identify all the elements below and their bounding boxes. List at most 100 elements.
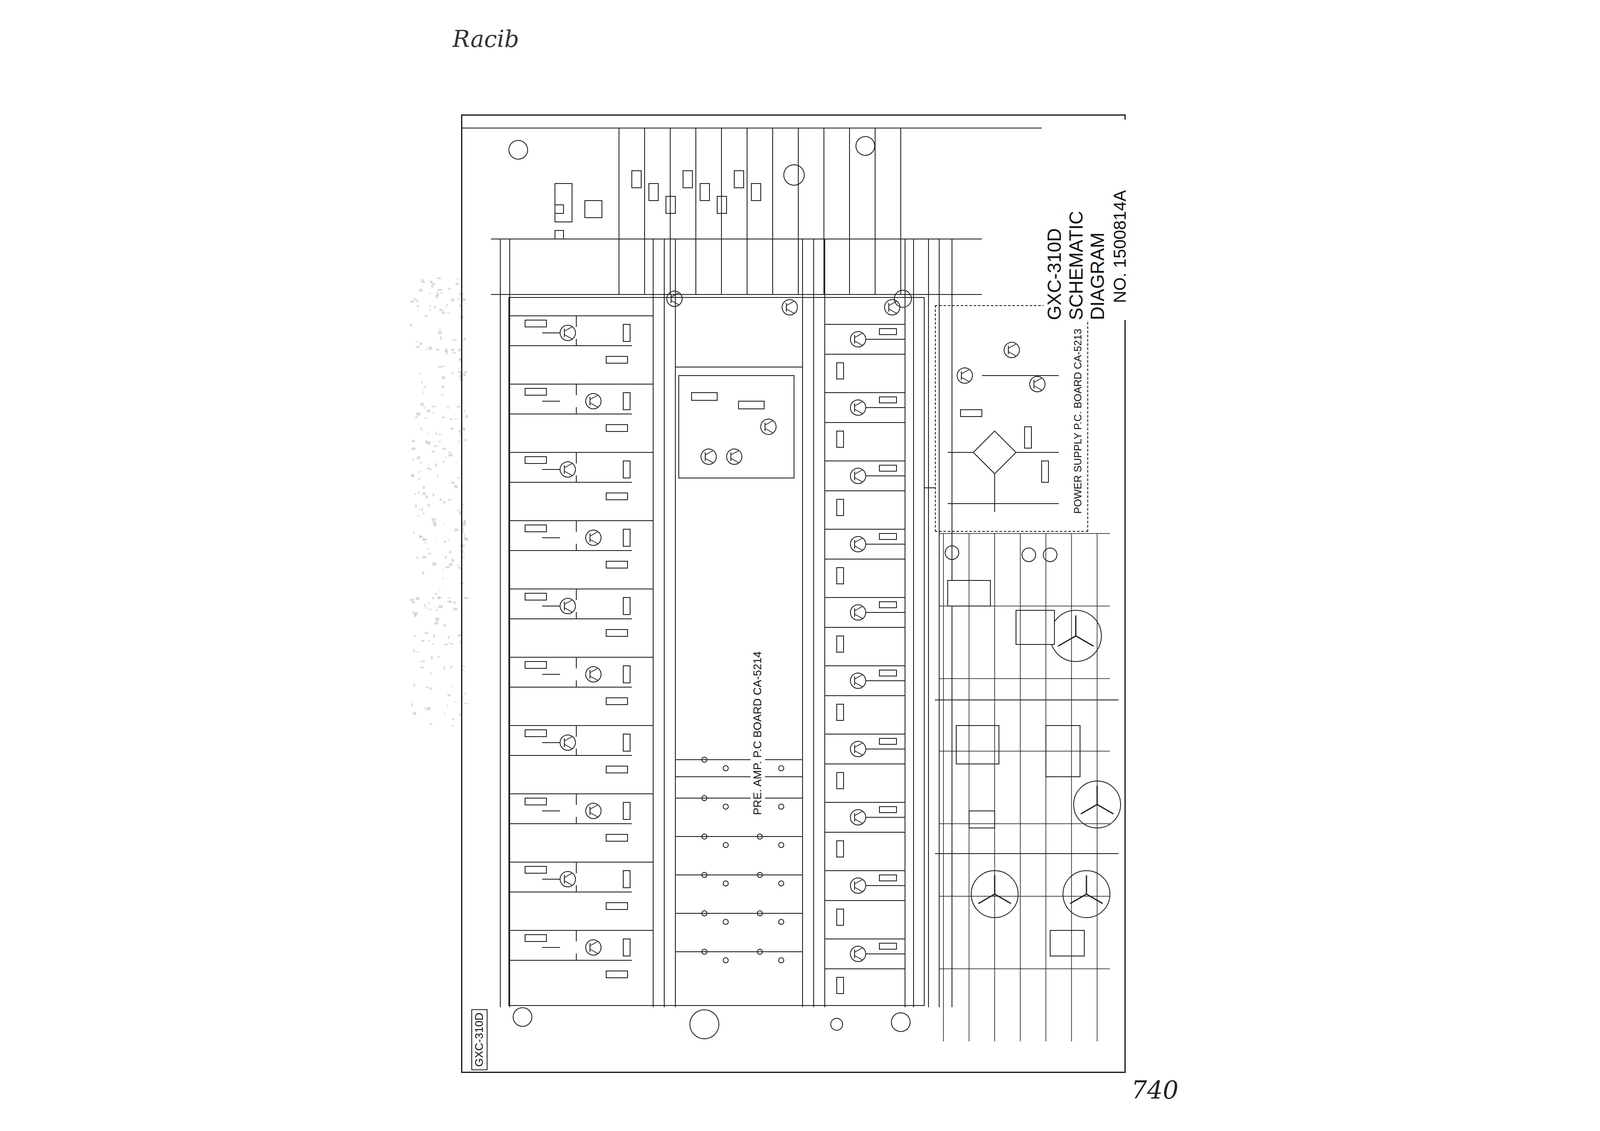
title-block: GXC-310D SCHEMATIC DIAGRAMNO. 1500814A: [1043, 119, 1130, 321]
resistor-symbol: [525, 525, 547, 532]
wire: [509, 452, 654, 453]
smudge-speck: [457, 298, 460, 300]
wire: [563, 738, 565, 748]
resistor-symbol: [1041, 461, 1049, 483]
meter-symbol: [783, 164, 805, 186]
smudge-speck: [448, 642, 451, 644]
smudge-speck: [427, 504, 430, 508]
resistor-symbol: [623, 324, 631, 342]
transistor-symbol: [585, 393, 602, 409]
wire: [854, 813, 856, 822]
smudge-speck: [442, 416, 445, 419]
resistor-symbol: [606, 493, 628, 500]
wire: [542, 674, 561, 675]
switch-symbol: [648, 183, 659, 201]
transistor-symbol: [850, 741, 866, 757]
smudge-speck: [423, 542, 427, 544]
smudge-speck: [410, 598, 415, 602]
wire: [589, 539, 598, 544]
wire: [824, 558, 906, 560]
switch-symbol: [631, 170, 642, 188]
smudge-speck: [435, 617, 439, 622]
smudge-speck: [448, 499, 452, 501]
wire: [675, 759, 803, 761]
wire: [461, 127, 1042, 129]
smudge-speck: [438, 331, 442, 335]
wire: [563, 328, 565, 338]
wire: [618, 128, 620, 295]
resistor-symbol: [623, 802, 631, 820]
wire: [994, 894, 1011, 904]
jack-symbol: [855, 136, 875, 156]
wire: [865, 543, 906, 545]
transistor-symbol: [884, 299, 900, 316]
wire: [928, 239, 929, 1008]
wire: [509, 383, 654, 385]
wire: [509, 861, 654, 863]
smudge-speck: [437, 289, 442, 291]
transistor-symbol: [585, 530, 602, 546]
smudge-speck: [463, 537, 468, 540]
wire: [888, 309, 897, 314]
smudge-speck: [441, 394, 444, 396]
resistor-symbol: [879, 943, 897, 950]
wire: [913, 239, 914, 1008]
wiring: [461, 128, 1121, 1042]
smudge-speck: [448, 694, 451, 697]
wire: [542, 469, 561, 471]
wire: [854, 606, 863, 611]
wire: [764, 422, 766, 432]
smudge-speck: [441, 376, 445, 380]
wire: [824, 392, 906, 394]
resistor-symbol: [606, 356, 628, 364]
smudge-speck: [464, 703, 469, 704]
smudge-speck: [454, 528, 459, 532]
wire: [509, 315, 654, 317]
resistor-symbol: [525, 320, 547, 328]
switch-contact: [757, 872, 763, 878]
wire: [542, 742, 561, 744]
transistor-symbol: [957, 367, 973, 384]
resistor-symbol: [606, 629, 628, 637]
wire: [1080, 804, 1098, 815]
wire: [669, 128, 671, 295]
smudge-speck: [461, 298, 466, 301]
wire: [575, 384, 577, 396]
wire: [589, 805, 598, 810]
smudge-speck: [428, 292, 431, 295]
smudge-speck: [465, 415, 468, 418]
smudge-speck: [417, 471, 420, 473]
smudge-speck: [453, 601, 456, 605]
wire: [854, 682, 863, 687]
wire: [575, 953, 577, 961]
smudge-speck: [411, 439, 415, 443]
smudge-speck: [444, 556, 447, 559]
smudge-speck: [409, 324, 412, 327]
smudge-speck: [437, 277, 441, 280]
wire: [563, 601, 565, 611]
wire: [854, 948, 863, 953]
resistor-symbol: [623, 870, 631, 888]
wire: [854, 333, 863, 338]
smudge-speck: [429, 687, 432, 690]
switch-contact: [723, 842, 729, 848]
smudge-speck: [454, 418, 458, 420]
resistor-symbol: [606, 902, 628, 910]
smudge-speck: [417, 491, 420, 494]
smudge-speck: [463, 534, 465, 538]
wire: [824, 802, 906, 803]
smudge-speck: [414, 614, 417, 618]
smudge-speck: [411, 601, 416, 604]
transistor-symbol: [850, 946, 866, 962]
wire: [589, 397, 591, 406]
smudge-speck: [416, 299, 418, 303]
wire: [589, 533, 591, 543]
wire: [854, 403, 856, 412]
wire: [575, 452, 577, 464]
transistor-symbol: [726, 449, 742, 465]
smudge-speck: [444, 643, 448, 646]
wire: [509, 755, 632, 757]
wire: [730, 450, 739, 456]
smudge-speck: [452, 352, 456, 354]
smudge-speck: [438, 604, 443, 608]
